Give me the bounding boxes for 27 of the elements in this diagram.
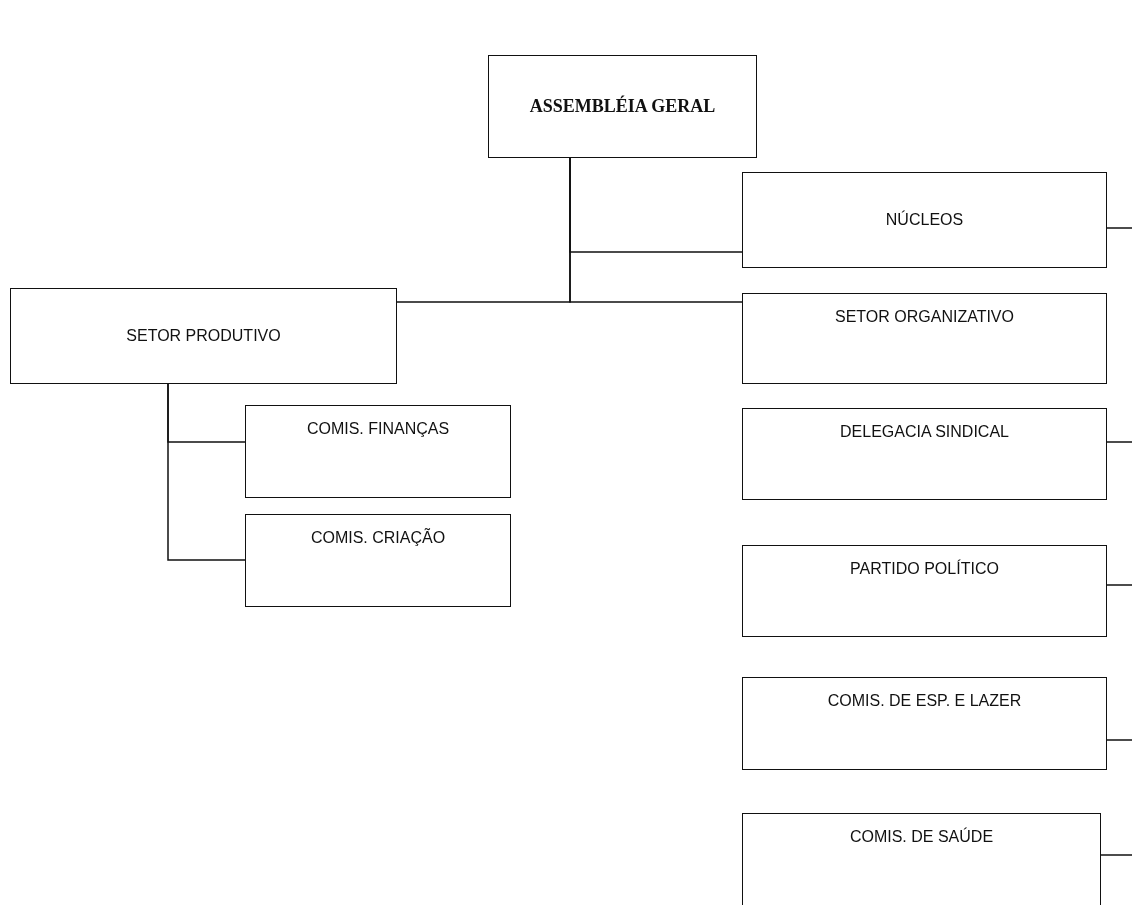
box-label: DELEGACIA SINDICAL [840, 423, 1009, 441]
org-box [742, 677, 1107, 770]
box-label: NÚCLEOS [885, 211, 964, 229]
connector-line [1106, 227, 1132, 229]
box-label: SETOR ORGANIZATIVO [835, 308, 1014, 326]
box-label: ASSEMBLÉIA GERAL [529, 96, 716, 117]
org-box [742, 545, 1107, 637]
org-box [245, 514, 511, 607]
connector-line [167, 383, 246, 561]
connector-line [1100, 854, 1132, 856]
box-label: COMIS. CRIAÇÃO [310, 529, 446, 547]
org-box [245, 405, 511, 498]
box-label: SETOR PRODUTIVO [126, 327, 281, 345]
connector-line [1106, 739, 1132, 741]
box-label: COMIS. DE SAÚDE [849, 828, 994, 846]
org-box [742, 293, 1107, 384]
org-box [488, 55, 757, 158]
org-box [10, 288, 397, 384]
org-box [742, 408, 1107, 500]
connector-line [1106, 441, 1132, 443]
connector-line [1106, 584, 1132, 586]
box-label: COMIS. DE ESP. E LAZER [827, 692, 1022, 710]
box-label: PARTIDO POLÍTICO [850, 560, 999, 578]
org-box [742, 172, 1107, 268]
connector-line [569, 157, 743, 303]
org-box [742, 813, 1101, 905]
box-label: COMIS. FINANÇAS [306, 420, 450, 438]
